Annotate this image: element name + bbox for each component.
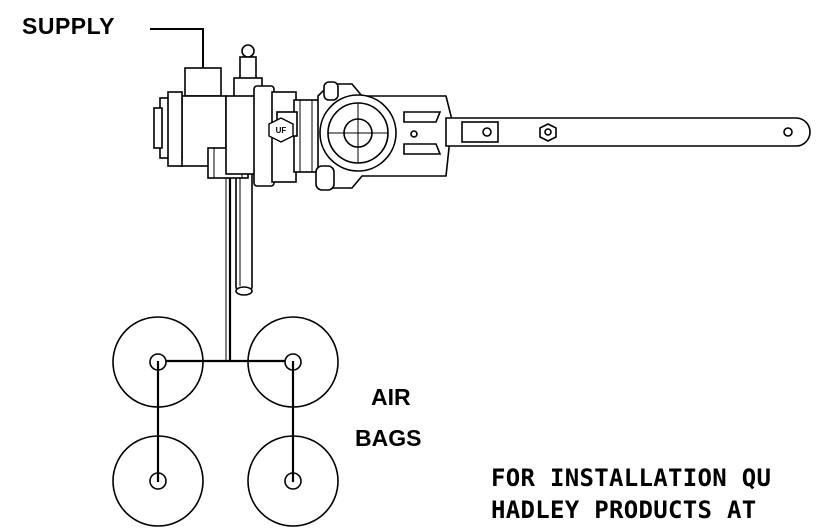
- uf-badge-text: UF: [276, 126, 287, 135]
- arm-housing: [315, 81, 453, 191]
- air-bags-label-line1: AIR: [371, 384, 411, 410]
- installation-note-line1: FOR INSTALLATION QU: [491, 464, 772, 492]
- lever-arm: [445, 117, 811, 147]
- air-bags-label-line2: BAGS: [355, 425, 422, 451]
- supply-label: SUPPLY: [22, 13, 115, 39]
- air-bag-piping: [156, 359, 295, 480]
- air-bag-piping-ends: [156, 361, 295, 482]
- supply-leader-line: [150, 28, 204, 68]
- uf-badge: UF: [268, 117, 294, 143]
- installation-note-line2: HADLEY PRODUCTS AT: [491, 496, 757, 524]
- valve-body: [225, 85, 321, 187]
- supply-fitting: [153, 67, 227, 167]
